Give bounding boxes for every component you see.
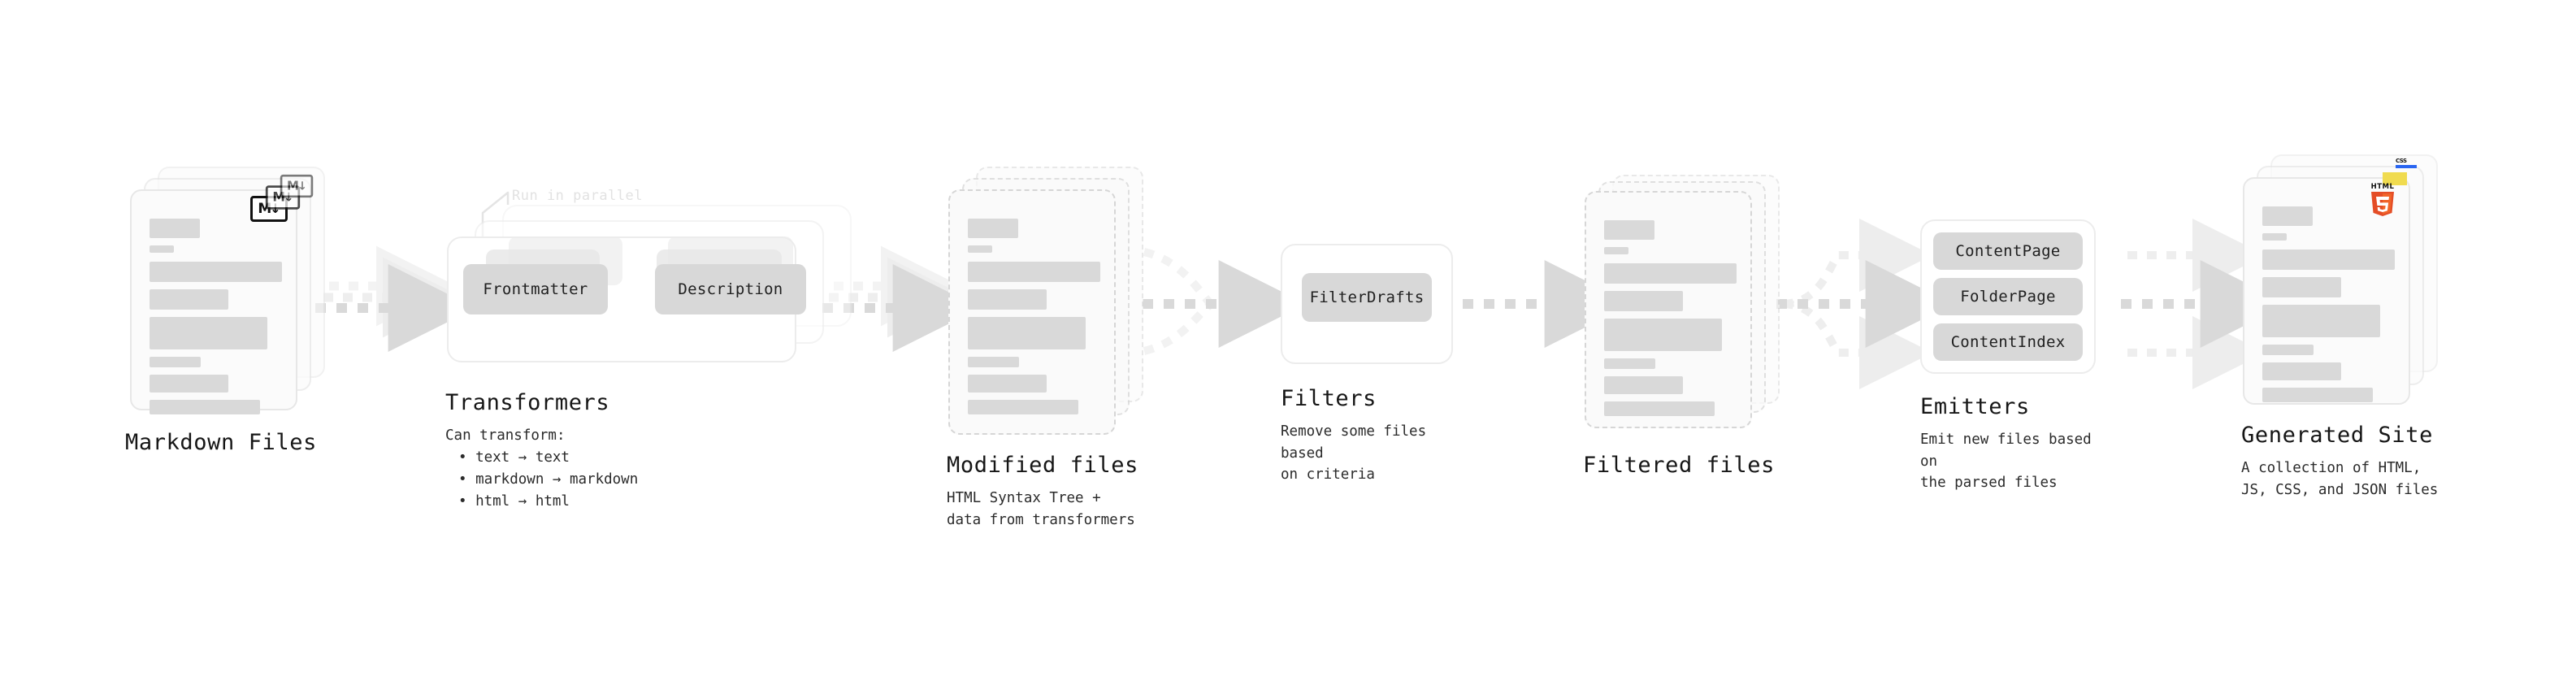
connector-emitters-to-site bbox=[2121, 219, 2288, 389]
css-badge-label: CSS bbox=[2396, 158, 2407, 164]
transformers-chip-description[interactable]: Description bbox=[655, 264, 806, 314]
filters-chip-filterdrafts-label: FilterDrafts bbox=[1309, 288, 1425, 306]
stage-modified-files: Modified files HTML Syntax Tree + data f… bbox=[947, 167, 1143, 528]
transformers-chip-frontmatter[interactable]: Frontmatter bbox=[463, 264, 608, 314]
stage-title-markdown-files: Markdown Files bbox=[125, 430, 317, 455]
modified-card-front bbox=[948, 189, 1116, 435]
transformers-chip-description-label: Description bbox=[678, 280, 783, 298]
markdown-card-stack: M↓ M↓ M↓ bbox=[130, 167, 325, 414]
emitters-box: ContentPage FolderPage ContentIndex bbox=[1920, 219, 2115, 382]
filtered-card-front bbox=[1585, 191, 1752, 428]
css-badge-bar bbox=[2396, 165, 2417, 168]
stage-title-modified-files: Modified files bbox=[947, 453, 1138, 478]
transformers-chip-frontmatter-label: Frontmatter bbox=[483, 280, 588, 298]
stage-subtitle-transformers: Can transform: bbox=[445, 427, 566, 444]
site-content-lines bbox=[2262, 206, 2395, 410]
stage-transformers: Run in parallel Frontmatter Description … bbox=[445, 188, 853, 510]
html5-badge-label: HTML bbox=[2370, 183, 2395, 191]
stage-generated-site: CSS HTML Generated Site A collection of … bbox=[2241, 154, 2446, 498]
emitters-chip-folderpage-label: FolderPage bbox=[1960, 288, 2056, 306]
emitters-chip-contentpage[interactable]: ContentPage bbox=[1933, 232, 2083, 270]
markdown-badge-back2-arrow: ↓ bbox=[297, 179, 307, 193]
stage-title-generated-site: Generated Site bbox=[2241, 423, 2433, 448]
stage-subtitle-filters: Remove some files based on criteria bbox=[1281, 423, 1427, 484]
stage-filters: FilterDrafts Filters Remove some files b… bbox=[1281, 244, 1459, 483]
js-badge bbox=[2383, 172, 2407, 185]
stage-markdown-files: M↓ M↓ M↓ Markdown Files bbox=[125, 167, 325, 455]
stage-subtitle-generated-site: A collection of HTML, JS, CSS, and JSON … bbox=[2241, 460, 2439, 498]
filters-box: FilterDrafts bbox=[1281, 244, 1459, 366]
transformers-bullet-2: • markdown → markdown bbox=[458, 471, 639, 488]
markdown-content-lines bbox=[150, 219, 282, 422]
stage-title-filters: Filters bbox=[1281, 386, 1377, 411]
transformers-box-stack: Frontmatter Description bbox=[447, 205, 853, 370]
transformers-bullet-3: • html → html bbox=[458, 493, 570, 510]
filtered-content-lines bbox=[1604, 220, 1737, 423]
emitters-chip-contentindex[interactable]: ContentIndex bbox=[1933, 323, 2083, 361]
stage-title-emitters: Emitters bbox=[1920, 394, 2030, 419]
markdown-badge-back-2: M↓ bbox=[280, 174, 314, 198]
modified-card-stack bbox=[948, 167, 1143, 435]
stage-subtitle-emitters: Emit new files based on the parsed files bbox=[1920, 432, 2092, 492]
transformers-bullet-1: • text → text bbox=[458, 449, 570, 466]
stage-title-transformers: Transformers bbox=[445, 390, 610, 415]
emitters-chip-contentindex-label: ContentIndex bbox=[1950, 333, 2066, 351]
stage-title-filtered-files: Filtered files bbox=[1583, 453, 1775, 478]
connector-markdown-to-transformers bbox=[315, 245, 476, 352]
emitters-chip-folderpage[interactable]: FolderPage bbox=[1933, 278, 2083, 315]
stage-subtitle-modified-files: HTML Syntax Tree + data from transformer… bbox=[947, 490, 1135, 528]
stage-filtered-files: Filtered files bbox=[1583, 175, 1780, 478]
site-card-stack: CSS HTML bbox=[2243, 154, 2446, 406]
run-in-parallel-label: Run in parallel bbox=[512, 188, 644, 204]
markdown-badge-back2-letter: M bbox=[286, 178, 299, 193]
connector-modified-to-filters bbox=[1143, 248, 1307, 355]
modified-content-lines bbox=[968, 219, 1100, 422]
filtered-card-stack bbox=[1585, 175, 1780, 435]
markdown-card-front bbox=[130, 189, 297, 414]
html5-badge: HTML bbox=[2369, 183, 2396, 216]
stage-emitters: ContentPage FolderPage ContentIndex Emit… bbox=[1920, 219, 2115, 491]
filters-chip-filterdrafts[interactable]: FilterDrafts bbox=[1302, 273, 1432, 322]
connector-filtered-to-emitters bbox=[1776, 219, 1954, 389]
css-badge: CSS bbox=[2396, 158, 2417, 168]
emitters-chip-contentpage-label: ContentPage bbox=[1955, 242, 2061, 260]
